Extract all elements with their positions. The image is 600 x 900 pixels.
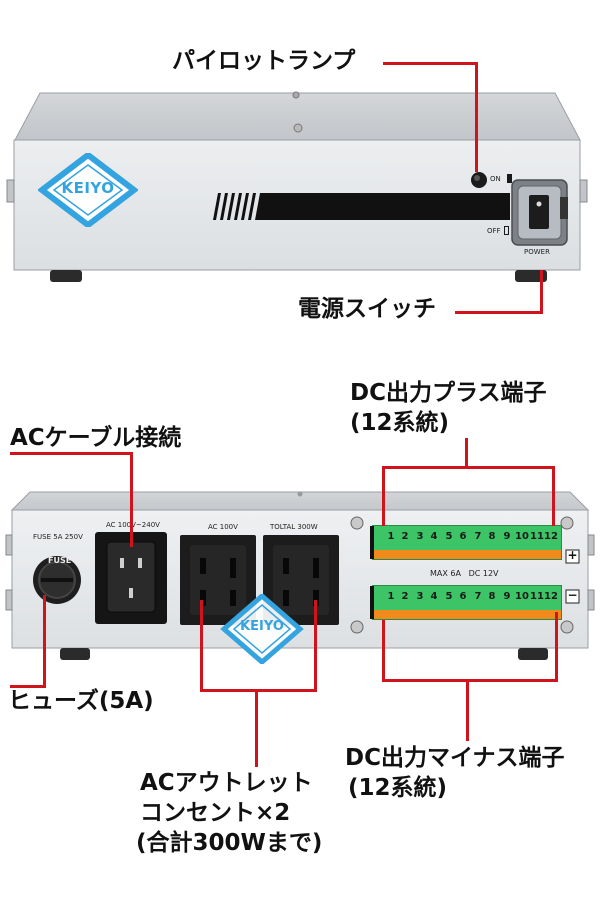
ac-outlet-line-v-main — [255, 689, 258, 767]
plus-terminal-3: 3 — [416, 531, 424, 542]
dc-plus-orange-strip — [373, 550, 561, 559]
dc-minus-line-v-right — [555, 612, 558, 682]
power-switch-line-v — [540, 270, 543, 314]
terminal-rating-label: MAX 6A DC 12V — [430, 569, 499, 578]
plus-terminal-8: 8 — [488, 531, 496, 542]
plus-terminal-10: 10 — [515, 531, 529, 542]
minus-terminal-7: 7 — [474, 591, 482, 602]
plus-terminal-1: 1 — [387, 531, 395, 542]
pilot-lamp-line-v — [475, 62, 478, 172]
callout-power-switch: 電源スイッチ — [298, 296, 436, 322]
minus-terminal-8: 8 — [488, 591, 496, 602]
ac-outlet-line-v-left — [200, 600, 203, 692]
on-label: ON — [490, 175, 501, 183]
callout-fuse: ヒューズ(5A) — [8, 688, 154, 714]
keiyo-logo-rear — [220, 594, 304, 664]
minus-terminal-1: 1 — [387, 591, 395, 602]
dc-minus-line-v-left — [382, 620, 385, 682]
plus-terminal-2: 2 — [401, 531, 409, 542]
off-label: OFF — [487, 227, 501, 235]
power-switch-line-h — [455, 311, 543, 314]
keiyo-logo-rear-text: KEIYO — [240, 619, 284, 634]
callout-ac-outlet-line1: ACアウトレット — [140, 770, 313, 796]
callout-dc-plus-line1: DC出力プラス端子 — [350, 380, 547, 406]
plus-terminal-7: 7 — [474, 531, 482, 542]
minus-terminal-12: 12 — [544, 591, 558, 602]
callout-dc-minus-line1: DC出力マイナス端子 — [345, 745, 565, 771]
keiyo-logo-front — [38, 153, 138, 227]
dc-minus-black-end — [370, 586, 374, 619]
callout-dc-plus-line2: (12系統) — [350, 410, 450, 436]
plus-terminal-4: 4 — [430, 531, 438, 542]
off-indicator — [504, 226, 509, 235]
dc-plus-black-end — [370, 526, 374, 559]
ac-outlet-line-v-right — [314, 600, 317, 692]
minus-sign: − — [567, 588, 578, 602]
keiyo-logo-front-text: KEIYO — [61, 179, 115, 197]
callout-pilot-lamp: パイロットランプ — [172, 48, 356, 74]
front-device: KEIYO ON OFF POWER — [0, 85, 600, 295]
callout-ac-cable: ACケーブル接続 — [10, 425, 182, 451]
minus-terminal-6: 6 — [459, 591, 467, 602]
fuse-cap-label: FUSE — [48, 556, 72, 565]
plus-terminal-6: 6 — [459, 531, 467, 542]
dc-plus-line-v-main — [465, 438, 468, 468]
callout-dc-minus-line2: (12系統) — [348, 775, 448, 801]
fuse-line-v — [43, 595, 46, 687]
plus-terminal-9: 9 — [503, 531, 511, 542]
dc-plus-terminal-block: 1 2 3 4 5 6 7 8 9 10 11 12 — [370, 525, 562, 560]
minus-terminal-11: 11 — [530, 591, 544, 602]
plus-terminal-11: 11 — [530, 531, 544, 542]
on-indicator — [507, 174, 512, 183]
dc-minus-orange-strip — [373, 610, 561, 619]
minus-terminal-10: 10 — [515, 591, 529, 602]
plus-terminal-12: 12 — [544, 531, 558, 542]
ac-cable-line-v — [130, 452, 133, 547]
dc-plus-line-v-left — [382, 466, 385, 526]
dc-plus-line-h — [382, 466, 555, 469]
pilot-lamp-line-h — [383, 62, 478, 65]
outlet-left-label: AC 100V — [208, 523, 238, 531]
dc-minus-line-h — [382, 679, 558, 682]
minus-terminal-9: 9 — [503, 591, 511, 602]
callout-ac-outlet-line3: (合計300Wまで) — [136, 830, 323, 856]
minus-terminal-2: 2 — [401, 591, 409, 602]
dc-plus-line-v-right — [552, 466, 555, 526]
plus-terminal-5: 5 — [445, 531, 453, 542]
fuse-rating-label: FUSE 5A 250V — [33, 533, 83, 541]
dc-minus-terminal-block: 1 2 3 4 5 6 7 8 9 10 11 12 — [370, 585, 562, 620]
ac-cable-line-h — [10, 452, 133, 455]
fuse-line-h — [10, 685, 46, 688]
outlet-right-label: TOLTAL 300W — [270, 523, 318, 531]
minus-terminal-5: 5 — [445, 591, 453, 602]
ac-outlet-line-h — [200, 689, 317, 692]
dc-minus-line-v-main — [466, 679, 469, 741]
minus-terminal-3: 3 — [416, 591, 424, 602]
plus-sign: + — [567, 548, 578, 562]
minus-terminal-4: 4 — [430, 591, 438, 602]
callout-ac-outlet-line2: コンセント×2 — [140, 800, 291, 826]
power-label: POWER — [524, 248, 550, 256]
